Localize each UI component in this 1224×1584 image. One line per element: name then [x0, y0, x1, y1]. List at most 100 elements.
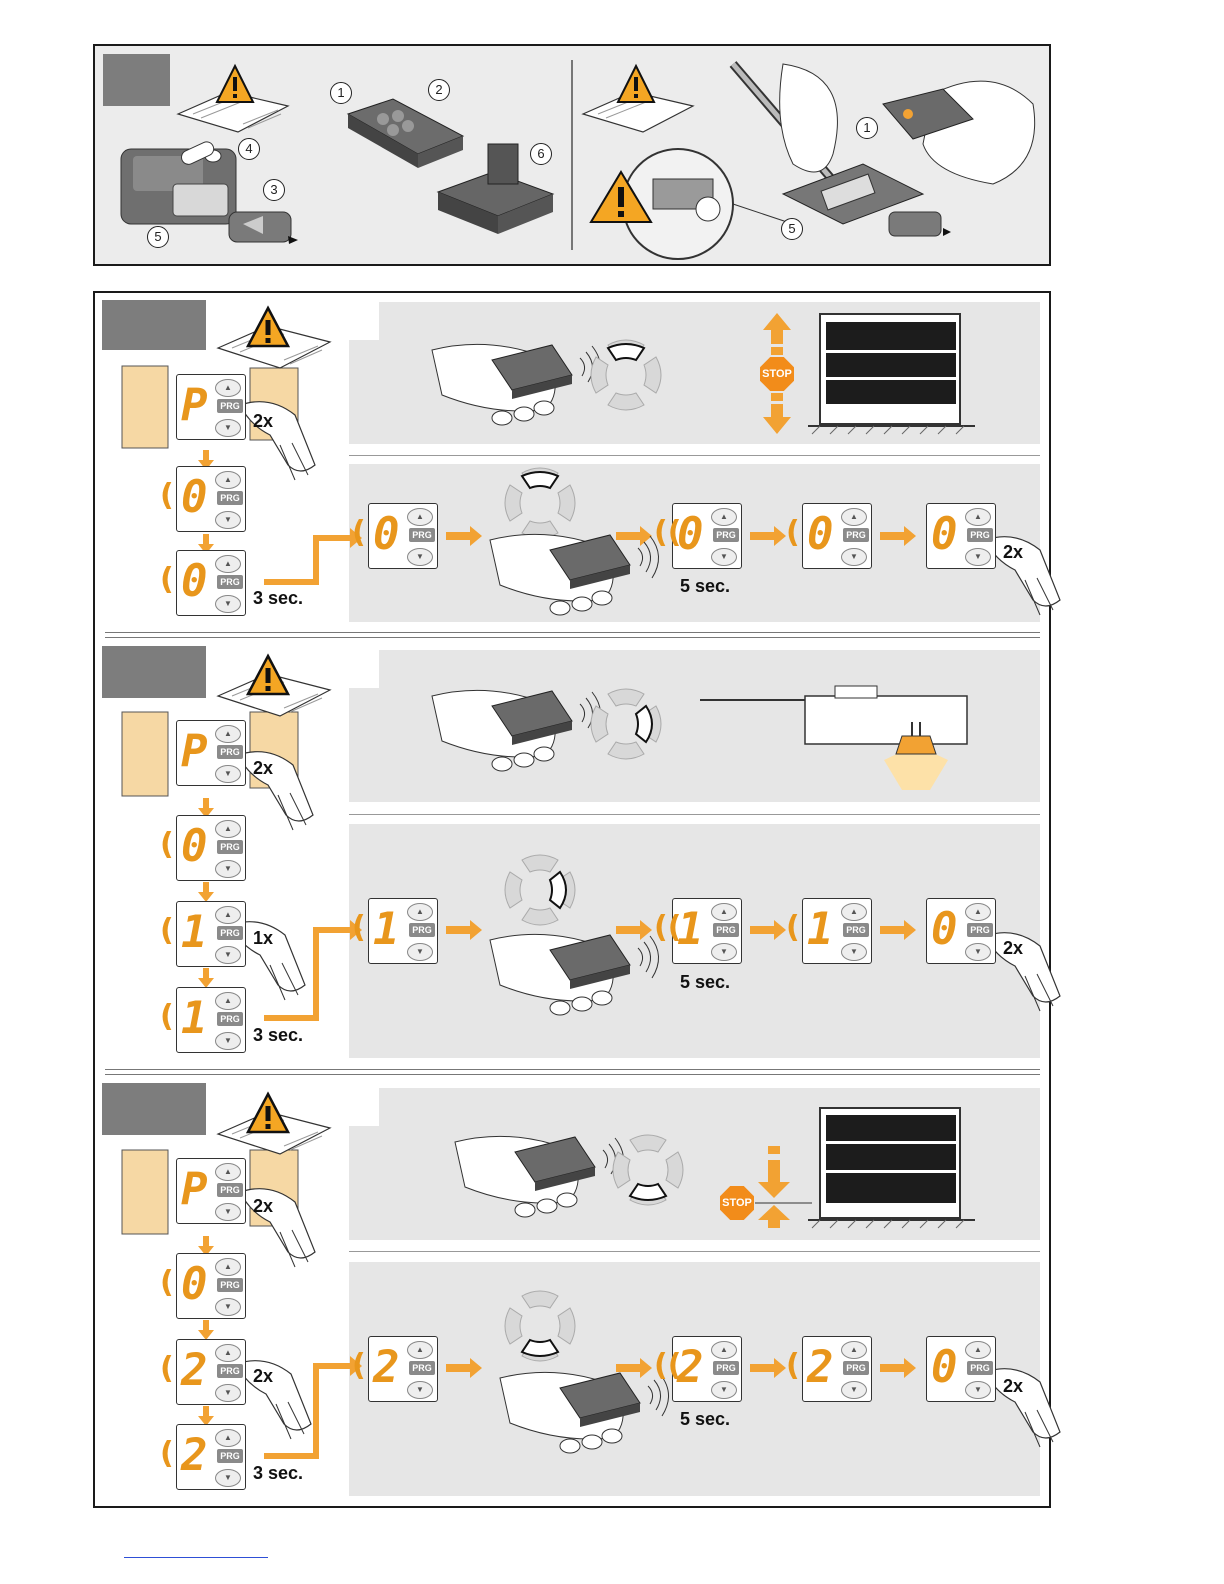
section-divider	[105, 1069, 1040, 1070]
up-button[interactable]: ▲	[965, 508, 991, 526]
prg-button[interactable]: PRG	[217, 491, 243, 505]
down-button[interactable]: ▼	[407, 548, 433, 566]
press-count-label: 2x	[253, 411, 274, 431]
prg-button[interactable]: PRG	[217, 1012, 243, 1026]
prg-button[interactable]: PRG	[217, 1449, 243, 1463]
prg-button[interactable]: PRG	[967, 1361, 993, 1375]
fast-blink-left: ((	[654, 515, 682, 550]
prg-button[interactable]: PRG	[217, 1278, 243, 1292]
up-button[interactable]: ▲	[711, 903, 737, 921]
up-button[interactable]: ▲	[215, 555, 241, 573]
up-button[interactable]: ▲	[215, 906, 241, 924]
prg-button[interactable]: PRG	[967, 528, 993, 542]
display-digit: 1	[677, 904, 704, 955]
section-tab-1	[102, 300, 206, 350]
down-button[interactable]: ▼	[215, 511, 241, 529]
hand-icon	[779, 63, 838, 173]
display-3c: 2 ▲ PRG ▼	[176, 1339, 246, 1405]
down-button[interactable]: ▼	[711, 943, 737, 961]
up-button[interactable]: ▲	[841, 508, 867, 526]
up-button[interactable]: ▲	[215, 471, 241, 489]
up-button[interactable]: ▲	[965, 903, 991, 921]
prg-button[interactable]: PRG	[217, 745, 243, 759]
prg-button[interactable]: PRG	[713, 923, 739, 937]
display-digit: 2	[807, 1342, 834, 1393]
up-button[interactable]: ▲	[215, 1344, 241, 1362]
down-button[interactable]: ▼	[215, 946, 241, 964]
prg-button[interactable]: PRG	[409, 1361, 435, 1375]
down-button[interactable]: ▼	[965, 943, 991, 961]
up-button[interactable]: ▲	[215, 1163, 241, 1181]
down-button[interactable]: ▼	[215, 595, 241, 613]
up-button[interactable]: ▲	[711, 1341, 737, 1359]
prg-button[interactable]: PRG	[409, 528, 435, 542]
down-button[interactable]: ▼	[215, 419, 241, 437]
down-button[interactable]: ▼	[965, 1381, 991, 1399]
down-button[interactable]: ▼	[215, 1032, 241, 1050]
down-button[interactable]: ▼	[965, 548, 991, 566]
remote-icon	[882, 88, 974, 140]
display-digit: P	[181, 380, 208, 431]
up-button[interactable]: ▲	[711, 508, 737, 526]
down-button[interactable]: ▼	[215, 860, 241, 878]
blink-left: (	[160, 1351, 174, 1386]
warning-icon	[616, 63, 656, 103]
blink-left: (	[160, 1436, 174, 1471]
up-button[interactable]: ▲	[215, 1258, 241, 1276]
up-button[interactable]: ▲	[215, 725, 241, 743]
down-button[interactable]: ▼	[407, 943, 433, 961]
detail-magnifier	[622, 148, 734, 260]
display-digit: 1	[181, 907, 208, 958]
up-button[interactable]: ▲	[215, 379, 241, 397]
prg-button[interactable]: PRG	[967, 923, 993, 937]
stop-icon: STOP	[720, 1186, 754, 1220]
up-button[interactable]: ▲	[841, 1341, 867, 1359]
up-button[interactable]: ▲	[407, 508, 433, 526]
prg-button[interactable]: PRG	[217, 1183, 243, 1197]
up-button[interactable]: ▲	[215, 992, 241, 1010]
up-button[interactable]: ▲	[407, 1341, 433, 1359]
down-button[interactable]: ▼	[841, 548, 867, 566]
down-button[interactable]: ▼	[215, 1298, 241, 1316]
up-button[interactable]: ▲	[841, 903, 867, 921]
prg-button[interactable]: PRG	[217, 575, 243, 589]
prg-button[interactable]: PRG	[217, 1364, 243, 1378]
lamp-icon	[700, 685, 968, 790]
down-button[interactable]: ▼	[841, 943, 867, 961]
door-icon	[808, 313, 975, 435]
divider	[571, 60, 573, 250]
prg-button[interactable]: PRG	[217, 840, 243, 854]
prg-button[interactable]: PRG	[843, 528, 869, 542]
down-button[interactable]: ▼	[711, 548, 737, 566]
prg-button[interactable]: PRG	[843, 1361, 869, 1375]
prg-button[interactable]: PRG	[409, 923, 435, 937]
panel-divider	[349, 1251, 1040, 1252]
up-button[interactable]: ▲	[215, 820, 241, 838]
blink-left: (	[160, 1265, 174, 1300]
down-button[interactable]: ▼	[841, 1381, 867, 1399]
down-button[interactable]: ▼	[407, 1381, 433, 1399]
blink-left: (	[160, 913, 174, 948]
display-digit: 0	[373, 509, 400, 560]
seq-display-2b: 1 ▲ PRG ▼	[672, 898, 742, 964]
prg-button[interactable]: PRG	[217, 926, 243, 940]
prg-button[interactable]: PRG	[713, 528, 739, 542]
down-button[interactable]: ▼	[215, 1384, 241, 1402]
down-button[interactable]: ▼	[215, 1469, 241, 1487]
footer-link-line[interactable]	[124, 1557, 268, 1558]
press-count-label: 2x	[253, 758, 274, 778]
prg-button[interactable]: PRG	[843, 923, 869, 937]
press-count-label: 2x	[253, 1196, 274, 1216]
up-button[interactable]: ▲	[407, 903, 433, 921]
display-digit: 0	[181, 472, 208, 523]
up-button[interactable]: ▲	[965, 1341, 991, 1359]
prg-button[interactable]: PRG	[713, 1361, 739, 1375]
up-button[interactable]: ▲	[215, 1429, 241, 1447]
down-button[interactable]: ▼	[215, 765, 241, 783]
seq-display-3d: 0 ▲ PRG ▼	[926, 1336, 996, 1402]
down-button[interactable]: ▼	[215, 1203, 241, 1221]
down-button[interactable]: ▼	[711, 1381, 737, 1399]
callout-5b: 5	[781, 218, 803, 240]
prg-button[interactable]: PRG	[217, 399, 243, 413]
